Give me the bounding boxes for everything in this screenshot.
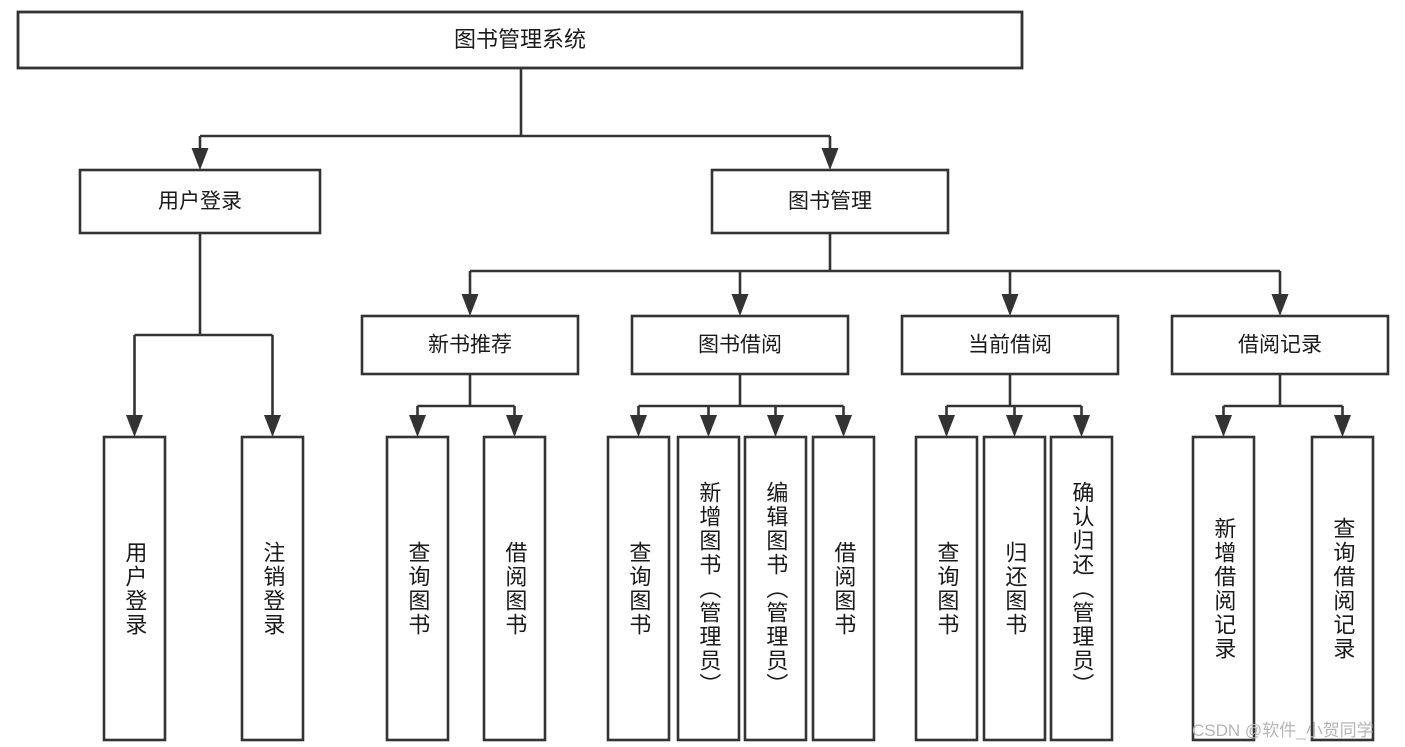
node-box-leaf bbox=[914, 435, 979, 742]
node-box-leaf bbox=[102, 435, 167, 742]
arrow-head-icon bbox=[1073, 415, 1090, 437]
node-label-level3: 图书借阅 bbox=[698, 334, 782, 357]
node-label-level3: 新书推荐 bbox=[428, 334, 512, 357]
node-box-leaf bbox=[811, 435, 876, 742]
arrow-head-icon bbox=[1006, 415, 1023, 437]
node-box-level3 bbox=[360, 314, 580, 376]
arrow-head-icon bbox=[191, 148, 209, 170]
arrow-head-icon bbox=[835, 415, 852, 437]
arrow-head-icon bbox=[700, 415, 717, 437]
node-box-leaf bbox=[606, 435, 671, 742]
arrow-head-icon bbox=[1215, 415, 1232, 437]
arrow-head-icon bbox=[731, 294, 749, 316]
arrow-head-icon bbox=[630, 415, 647, 437]
node-box-leaf bbox=[1310, 435, 1375, 742]
node-box-leaf bbox=[982, 435, 1047, 742]
arrow-head-icon bbox=[1271, 294, 1289, 316]
watermark-text: CSDN @软件_小贺同学 bbox=[1192, 721, 1374, 740]
arrow-head-icon bbox=[1334, 415, 1351, 437]
page-title: 图书管理系统 bbox=[454, 27, 586, 52]
arrow-head-icon bbox=[264, 415, 281, 437]
node-box-level3 bbox=[900, 314, 1120, 376]
node-box-root bbox=[16, 10, 1024, 70]
arrow-head-icon bbox=[409, 415, 426, 437]
arrow-head-icon bbox=[938, 415, 955, 437]
arrow-head-icon bbox=[506, 415, 523, 437]
arrow-head-icon bbox=[1001, 294, 1019, 316]
node-box-leaf bbox=[1191, 435, 1256, 742]
node-box-leaf bbox=[240, 435, 305, 742]
node-box-level3 bbox=[1170, 314, 1390, 376]
node-boxes-layer bbox=[16, 10, 1390, 742]
node-box-leaf bbox=[676, 435, 741, 742]
node-box-leaf bbox=[743, 435, 808, 742]
node-label-level2: 图书管理 bbox=[788, 190, 872, 213]
node-label-level2: 用户登录 bbox=[158, 190, 242, 213]
node-box-level3 bbox=[630, 314, 850, 376]
node-box-level2 bbox=[710, 168, 950, 235]
arrow-head-icon bbox=[461, 294, 479, 316]
arrow-head-icon bbox=[767, 415, 784, 437]
arrow-head-icon bbox=[821, 148, 839, 170]
node-box-leaf bbox=[1049, 435, 1114, 742]
node-box-leaf bbox=[482, 435, 547, 742]
node-box-leaf bbox=[385, 435, 450, 742]
arrow-head-icon bbox=[126, 415, 143, 437]
node-label-level3: 借阅记录 bbox=[1238, 334, 1322, 357]
connectors-layer bbox=[126, 68, 1351, 437]
node-box-level2 bbox=[78, 168, 322, 235]
node-label-level3: 当前借阅 bbox=[968, 334, 1052, 357]
